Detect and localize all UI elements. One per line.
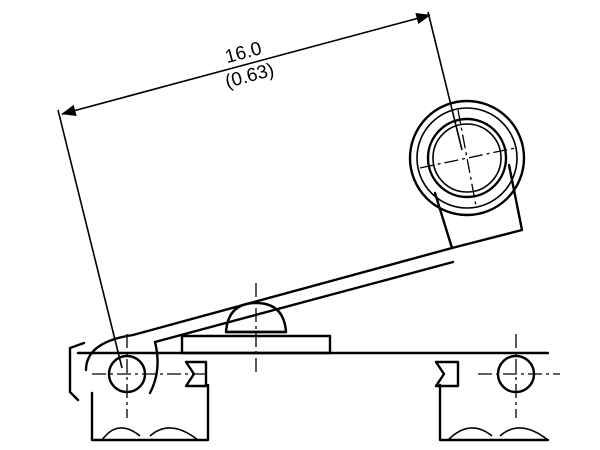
- roller-bracket: [433, 163, 524, 250]
- extension-lines: [57, 11, 463, 369]
- center-lines: [92, 109, 560, 418]
- lever-hinge: [68, 333, 159, 402]
- switch-housing: [76, 351, 550, 442]
- roller: [408, 99, 526, 217]
- dimension-line: [61, 12, 431, 117]
- lever-arm: [131, 246, 455, 344]
